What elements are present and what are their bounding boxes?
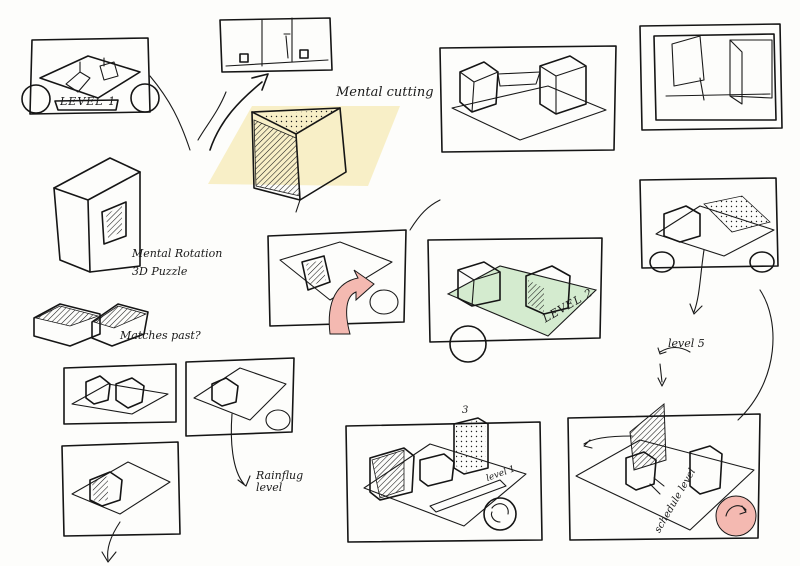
label-mental-rotation: Mental Rotation <box>132 247 223 260</box>
sketch-connectors <box>149 75 441 231</box>
sketch-level-2 <box>427 237 603 363</box>
sketch-dotted-volume <box>639 177 779 315</box>
sketch-mental-cutting <box>197 91 400 213</box>
label-mental-cutting: Mental cutting <box>336 85 434 100</box>
sketch-bottom-left-set <box>61 357 295 563</box>
sketch-bottom-right <box>567 289 774 541</box>
sketch-two-houses <box>439 45 617 153</box>
sketch-3d-puzzle <box>33 303 149 347</box>
sketch-bottom-center <box>345 417 543 543</box>
sketch-platform-level1 <box>21 37 160 115</box>
label-rainflug-level: Rainflug level <box>256 469 304 494</box>
label-level-5: level 5 <box>668 337 705 350</box>
label-matches-past: Matches past? <box>120 329 201 342</box>
label-3: 3 <box>462 405 469 416</box>
sketch-room-corner <box>209 17 333 151</box>
sketch-mental-rotation <box>53 157 141 273</box>
sketch-interior-view <box>639 23 783 131</box>
label-3d-puzzle: 3D Puzzle <box>132 265 188 278</box>
sketch-rotation-pink <box>267 229 407 335</box>
label-level-1-topleft: LEVEL 1 <box>60 95 117 108</box>
